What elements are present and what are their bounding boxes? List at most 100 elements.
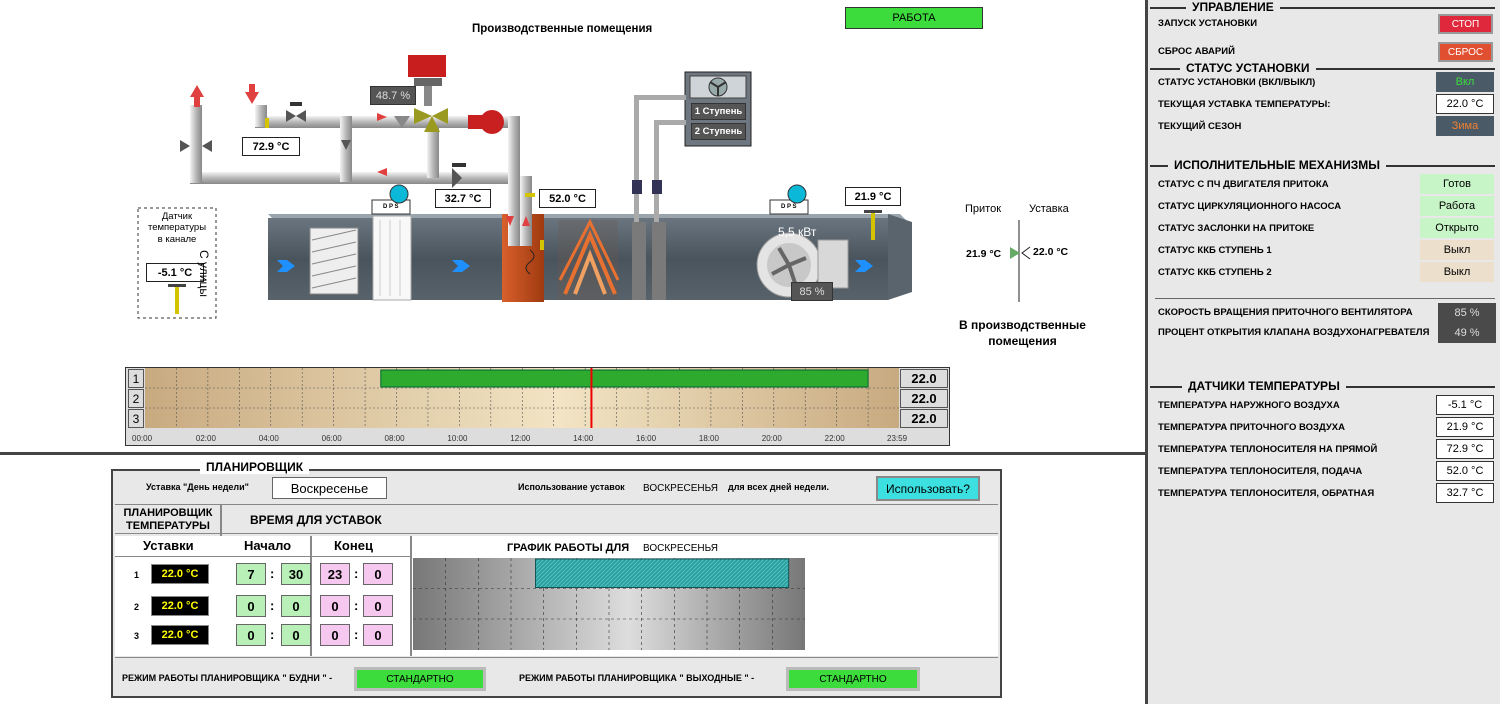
schedule-chart bbox=[413, 558, 805, 650]
timeline-tick-label: 06:00 bbox=[321, 434, 342, 443]
timeline-tick-label: 08:00 bbox=[384, 434, 405, 443]
outdoor-sensor-frame bbox=[137, 207, 217, 319]
sensor-probe bbox=[540, 240, 544, 250]
start-hour[interactable]: 0 bbox=[236, 624, 266, 646]
time-colon: : bbox=[354, 627, 359, 642]
timeline-tick-label: 12:00 bbox=[510, 434, 531, 443]
setpoint-field[interactable]: 22.0 °C bbox=[151, 564, 209, 584]
mech-value: Выкл bbox=[1420, 262, 1494, 282]
ustavka-label: Уставка bbox=[1029, 203, 1069, 215]
supply-air-temp: 21.9 °C bbox=[845, 187, 901, 206]
sensor-probe bbox=[265, 118, 269, 128]
weekend-label: РЕЖИМ РАБОТЫ ПЛАНИРОВЩИКА " ВЫХОДНЫЕ " - bbox=[519, 673, 755, 683]
temp-value: 72.9 °C bbox=[1436, 439, 1494, 459]
start-minute[interactable]: 0 bbox=[281, 595, 311, 617]
timeline-row-value: 22.0 bbox=[900, 389, 948, 408]
stop-button[interactable]: СТОП bbox=[1438, 14, 1493, 34]
use-suffix: для всех дней недели. bbox=[728, 482, 829, 492]
timeline-active-bar bbox=[380, 369, 869, 388]
temp-label: ТЕМПЕРАТУРА ТЕПЛОНОСИТЕЛЯ НА ПРЯМОЙ bbox=[1158, 444, 1378, 455]
temp-value: 52.0 °C bbox=[1436, 461, 1494, 481]
end-minute[interactable]: 0 bbox=[363, 563, 393, 585]
weekend-mode-button[interactable]: СТАНДАРТНО bbox=[786, 667, 920, 691]
temp-label: ТЕМПЕРАТУРА ТЕПЛОНОСИТЕЛЯ, ПОДАЧА bbox=[1158, 466, 1363, 477]
start-minute[interactable]: 0 bbox=[281, 624, 311, 646]
col-setpoints: Уставки bbox=[143, 538, 194, 553]
timeline-tick-label: 02:00 bbox=[195, 434, 216, 443]
valve-percent: 48.7 % bbox=[370, 86, 416, 105]
dps-label: D P S bbox=[383, 204, 399, 210]
horizontal-divider bbox=[0, 452, 1146, 455]
season-value: Зима bbox=[1436, 116, 1494, 136]
start-hour[interactable]: 0 bbox=[236, 595, 266, 617]
timeline-tick-label: 10:00 bbox=[447, 434, 468, 443]
time-colon: : bbox=[270, 627, 275, 642]
fan-speed-value: 85 % bbox=[1438, 303, 1496, 323]
reset-label: СБРОС АВАРИЙ bbox=[1158, 46, 1235, 57]
timeline-tick-label: 16:00 bbox=[636, 434, 657, 443]
day-label: Уставка "День недели" bbox=[146, 482, 249, 492]
supply-water-temp: 52.0 °C bbox=[539, 189, 596, 208]
setpoint-field[interactable]: 22.0 °C bbox=[151, 625, 209, 645]
day-select[interactable]: Воскресенье bbox=[272, 477, 387, 499]
end-minute[interactable]: 0 bbox=[363, 624, 393, 646]
three-way-valve-icon bbox=[408, 55, 448, 132]
row-number: 3 bbox=[134, 631, 140, 641]
timeline-tick-label: 23:59 bbox=[887, 434, 908, 443]
sensor-probe bbox=[871, 210, 875, 240]
arrow-down-stem bbox=[249, 84, 255, 93]
fan-speed-pct: 85 % bbox=[791, 282, 833, 301]
use-button[interactable]: Использовать? bbox=[876, 476, 980, 501]
weekday-mode-button[interactable]: СТАНДАРТНО bbox=[354, 667, 486, 691]
end-hour[interactable]: 23 bbox=[320, 563, 350, 585]
solenoid-icon bbox=[632, 180, 642, 194]
status-onoff-label: СТАТУС УСТАНОВКИ (ВКЛ/ВЫКЛ) bbox=[1158, 77, 1316, 88]
row-number: 1 bbox=[134, 570, 140, 580]
flow-arrow-icon bbox=[377, 168, 387, 176]
airflow-arrow-icon bbox=[277, 260, 873, 272]
use-label: Использование уставок bbox=[518, 482, 625, 492]
refrigerant-line bbox=[654, 120, 659, 222]
vertical-divider bbox=[1145, 0, 1148, 704]
section-rule bbox=[1150, 7, 1495, 9]
start-hour[interactable]: 7 bbox=[236, 563, 266, 585]
timeline-tick-label: 04:00 bbox=[258, 434, 279, 443]
pump-icon bbox=[468, 110, 504, 134]
timeline-row-value: 22.0 bbox=[900, 369, 948, 388]
outdoor-sensor-title: Датчик температуры в канале bbox=[147, 211, 207, 245]
status-title: СТАТУС УСТАНОВКИ bbox=[1180, 61, 1316, 75]
arrow-down-icon bbox=[245, 92, 259, 104]
end-hour[interactable]: 0 bbox=[320, 624, 350, 646]
setpoint-field[interactable]: 22.0 °C bbox=[151, 596, 209, 616]
reset-button[interactable]: СБРОС bbox=[1438, 42, 1493, 62]
ccb-stage-1: 1 Ступень bbox=[691, 103, 746, 120]
ustavka-indicator-icon bbox=[1021, 246, 1031, 260]
cooling-coil-icon bbox=[558, 218, 620, 300]
temp-value: 32.7 °C bbox=[1436, 483, 1494, 503]
timeline-tick-label: 20:00 bbox=[761, 434, 782, 443]
process-diagram bbox=[137, 55, 1031, 319]
end-hour[interactable]: 0 bbox=[320, 595, 350, 617]
filter-icon bbox=[309, 227, 359, 295]
time-title: ВРЕМЯ ДЛЯ УСТАВОК bbox=[250, 513, 382, 527]
fan-speed-label: СКОРОСТЬ ВРАЩЕНИЯ ПРИТОЧНОГО ВЕНТИЛЯТОРА bbox=[1158, 307, 1413, 318]
ccb-coil-1 bbox=[632, 222, 646, 300]
temp-value: -5.1 °C bbox=[1436, 395, 1494, 415]
strainer-icon bbox=[394, 116, 410, 128]
page-title: Производственные помещения bbox=[472, 23, 653, 35]
start-minute[interactable]: 30 bbox=[281, 563, 311, 585]
row-divider bbox=[115, 556, 411, 557]
time-colon: : bbox=[270, 566, 275, 581]
to-rooms-label: В производственные помещения bbox=[959, 318, 1086, 348]
col-title: ПЛАНИРОВЩИК ТЕМПЕРАТУРЫ bbox=[123, 507, 213, 532]
end-minute[interactable]: 0 bbox=[363, 595, 393, 617]
return-temp: 32.7 °C bbox=[435, 189, 491, 208]
valve-icon bbox=[180, 102, 466, 188]
use-day: ВОСКРЕСЕНЬЯ bbox=[643, 483, 718, 494]
section-rule bbox=[1155, 298, 1495, 299]
temp-label: ТЕМПЕРАТУРА НАРУЖНОГО ВОЗДУХА bbox=[1158, 400, 1340, 411]
mech-label: СТАТУС ККБ СТУПЕНЬ 1 bbox=[1158, 245, 1272, 256]
sensor-probe-head bbox=[864, 210, 882, 213]
timeline-row-value: 22.0 bbox=[900, 409, 948, 428]
